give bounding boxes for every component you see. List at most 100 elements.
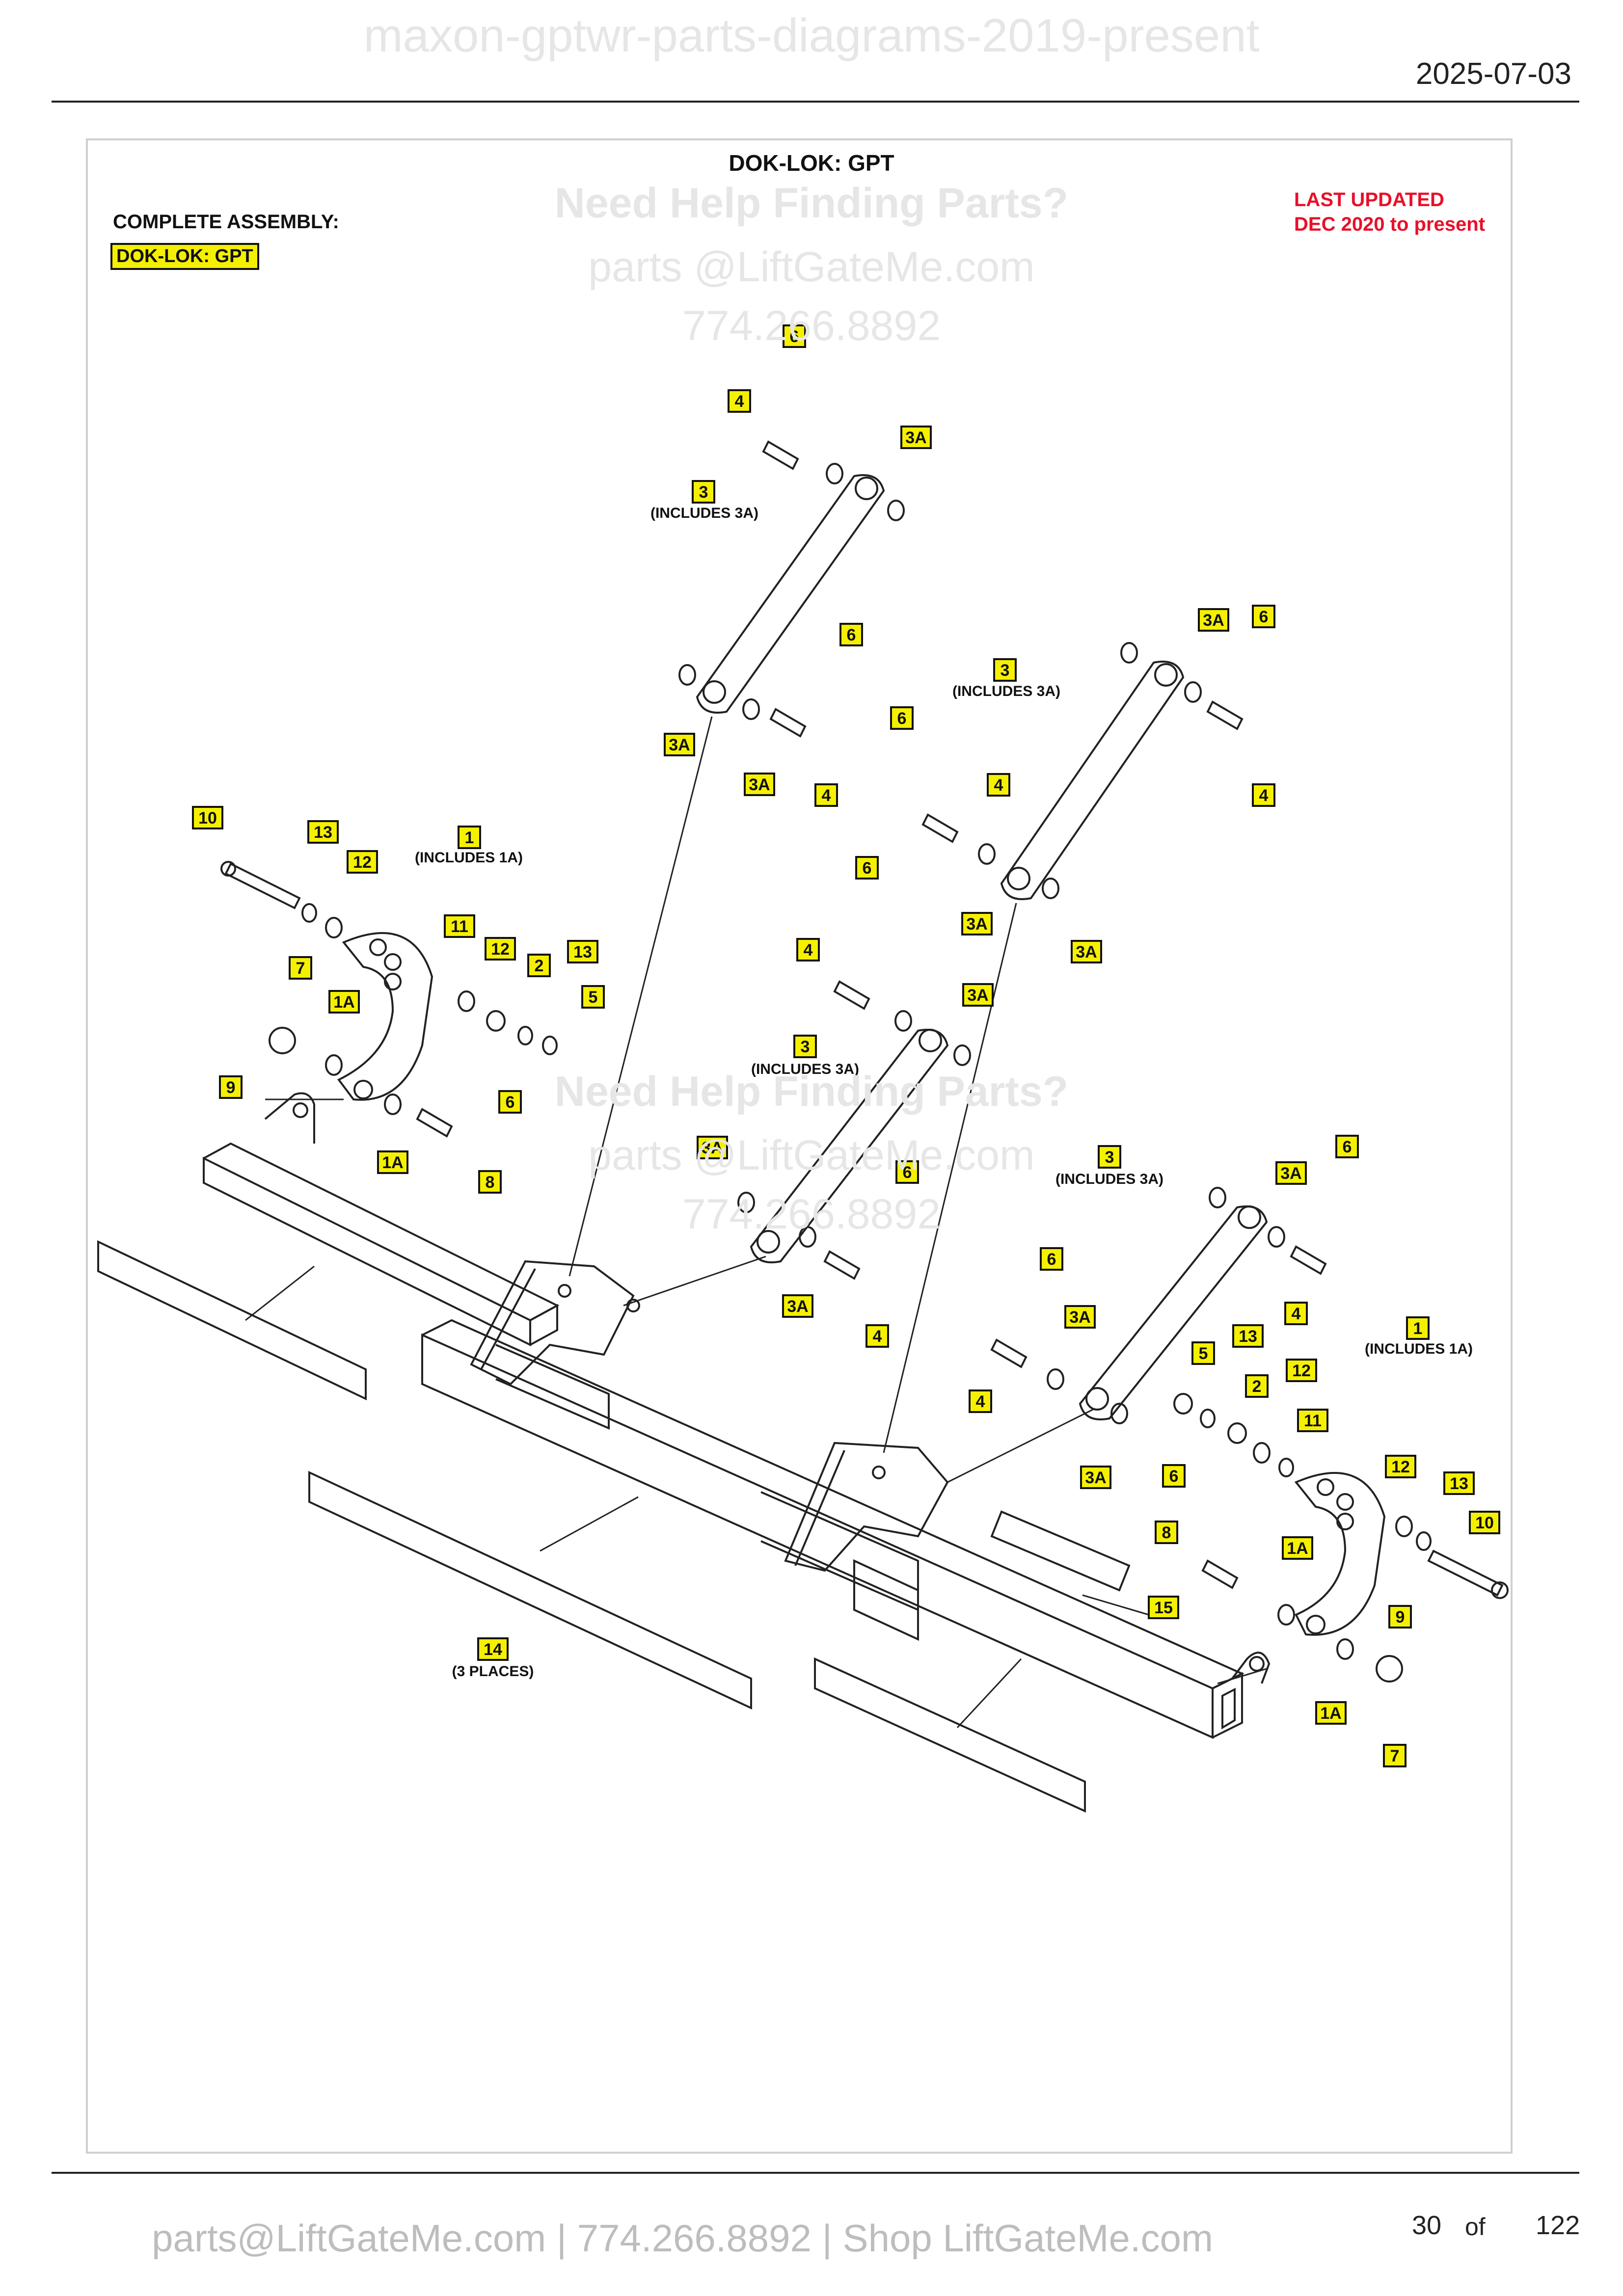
callout-label: 4 (976, 1392, 985, 1411)
callout-5: 5 (1191, 1341, 1215, 1365)
ruler-decal-strips (97, 1240, 1086, 1813)
callout-label: 4 (1259, 786, 1269, 805)
callout-10: 10 (192, 806, 223, 829)
callout-4: 4 (1252, 783, 1275, 807)
callout-box (219, 1075, 243, 1099)
callout-label: 6 (863, 859, 872, 878)
callout-13: 13 (307, 820, 339, 844)
callout-3a: 3A (782, 1294, 813, 1318)
callout-box (307, 820, 339, 844)
callout-label: 12 (491, 940, 510, 959)
callout-box (1245, 1374, 1269, 1398)
callout-label: 11 (451, 917, 468, 936)
callout-3: 3 (793, 1035, 817, 1058)
callout-box (783, 324, 806, 348)
callout-4: 4 (987, 773, 1010, 797)
assembly-name-badge: DOK-LOK: GPT (110, 243, 259, 270)
callout-label: 14 (484, 1640, 502, 1659)
callout-box (444, 914, 475, 938)
callout-label: 12 (1391, 1458, 1410, 1476)
callout-label: 10 (198, 809, 217, 828)
callout-box (744, 773, 775, 796)
callout-1a: 1A (328, 990, 360, 1014)
complete-assembly-label: COMPLETE ASSEMBLY: (113, 211, 339, 233)
callout-box (900, 426, 932, 449)
callout-label: 2 (1252, 1377, 1262, 1396)
callout-8: 8 (1155, 1521, 1178, 1544)
callout-3a: 3A (1064, 1305, 1096, 1329)
last-updated-note: LAST UPDATED DEC 2020 to present (1294, 187, 1485, 237)
callout-label: 8 (1162, 1523, 1171, 1542)
callout-box (1198, 608, 1229, 632)
callout-box (485, 937, 516, 961)
callout-box (1040, 1247, 1063, 1271)
watermark-help-top: Need Help Finding Parts? (554, 180, 1069, 227)
watermark-email-top: parts @LiftGateMe.com (588, 243, 1035, 291)
callout-9: 9 (1388, 1605, 1412, 1629)
callout-15: 15 (1148, 1596, 1179, 1619)
callout-label: 12 (1292, 1362, 1311, 1380)
callout-label: 2 (535, 957, 544, 975)
callout-label: 6 (1047, 1250, 1056, 1269)
last-updated-line2: DEC 2020 to present (1294, 214, 1486, 235)
footer-contact-line[interactable]: parts@LiftGateMe.com | 774.266.8892 | Sh… (152, 2216, 1213, 2260)
callout-1a: 1A (1315, 1701, 1347, 1725)
callout-3a: 3A (961, 912, 993, 935)
callout-box (1335, 1135, 1359, 1158)
watermark-email-middle: parts @LiftGateMe.com (588, 1132, 1035, 1179)
callout-label: 3A (669, 736, 690, 754)
callout-label: 1 (1413, 1319, 1423, 1338)
last-updated-line1: LAST UPDATED (1294, 189, 1444, 211)
callout-box (458, 826, 481, 849)
callout-3a: 3A (697, 1136, 728, 1159)
callout-label: 1A (382, 1153, 403, 1172)
callout-box (477, 1637, 509, 1661)
callout-label: 3A (749, 775, 770, 794)
callout-4: 4 (814, 783, 838, 807)
callout-label: 6 (1343, 1138, 1352, 1156)
callout-box (692, 480, 715, 504)
callout-3a: 3A (1275, 1161, 1307, 1185)
page-header-title: maxon-gptwr-parts-diagrams-2019-present (363, 9, 1260, 62)
callout-box (328, 990, 360, 1014)
callout-label: 5 (589, 988, 598, 1007)
callout-label: 3A (1085, 1468, 1106, 1487)
diagram-frame (86, 138, 1513, 2154)
callout-label: 13 (314, 823, 332, 842)
callout-label: 4 (822, 786, 831, 805)
callout-label: 10 (1475, 1514, 1494, 1532)
callout-label: 3A (787, 1297, 808, 1316)
page-number-total: 122 (1536, 2211, 1580, 2240)
callout-2: 2 (1245, 1374, 1269, 1398)
callout-label: 3A (1076, 943, 1097, 961)
callout-label: 6 (897, 709, 907, 728)
callout-box (782, 1294, 813, 1318)
callout-box (1284, 1302, 1308, 1325)
callout-label: 4 (1292, 1305, 1301, 1323)
callout-6: 6 (855, 856, 879, 880)
callout-box (839, 623, 863, 646)
callout-box (1252, 783, 1275, 807)
callout-box (567, 940, 598, 963)
callout-10: 10 (1469, 1511, 1500, 1534)
callout-label: 7 (1390, 1747, 1400, 1765)
callout-box (289, 956, 312, 980)
callout-label: 6 (1169, 1467, 1179, 1486)
callout-6: 6 (498, 1090, 522, 1114)
callout-12: 12 (485, 937, 516, 961)
callout-box (895, 1160, 919, 1184)
note-three-places: (3 PLACES) (452, 1663, 534, 1680)
callout-label: 3A (702, 1139, 723, 1157)
callout-box (1385, 1455, 1416, 1478)
callout-13: 13 (1232, 1324, 1264, 1348)
callout-label: 1A (333, 993, 354, 1012)
callout-label: 5 (1199, 1344, 1208, 1363)
callout-box (1383, 1744, 1407, 1767)
callout-label: 11 (1304, 1412, 1322, 1430)
callout-label: 1A (1287, 1539, 1308, 1558)
callout-3a: 3A (1071, 940, 1102, 963)
callout-label: 7 (296, 959, 305, 978)
callout-label: 3 (1105, 1148, 1114, 1167)
callout-6: 6 (890, 706, 914, 730)
